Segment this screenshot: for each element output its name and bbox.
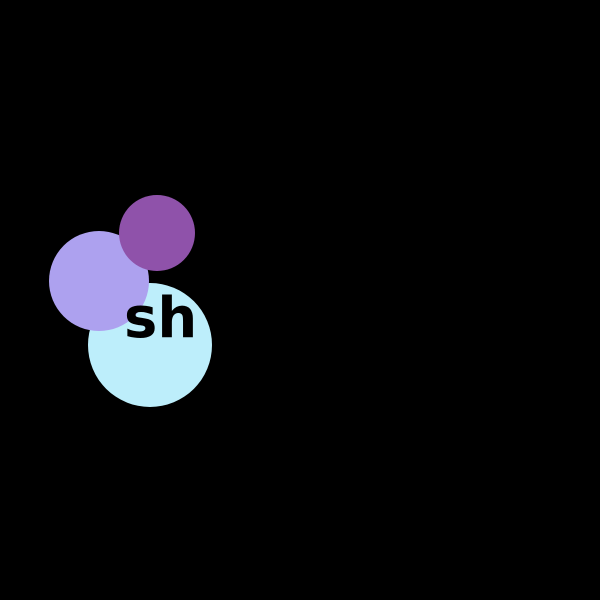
logo-wordmark: sh [124, 286, 198, 351]
purple-circle [119, 195, 195, 271]
